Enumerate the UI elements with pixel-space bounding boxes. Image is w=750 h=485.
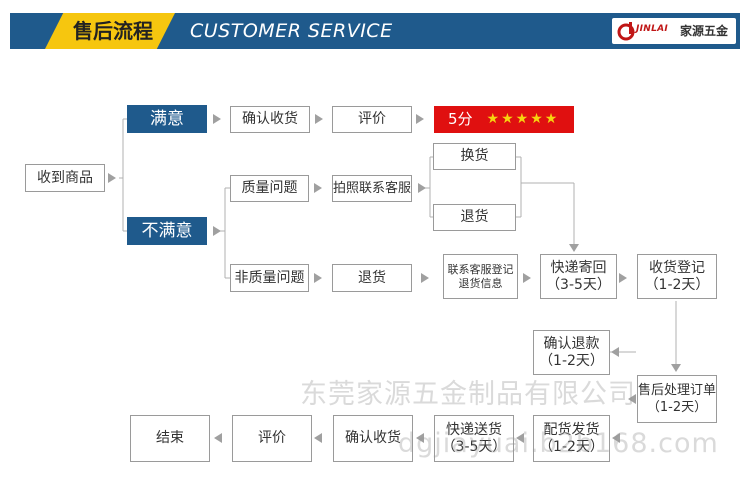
node-express-return: 快递寄回 （3-5天）: [540, 254, 617, 299]
brand-chinese-name: 家源五金: [680, 24, 729, 38]
node-confirm-refund-line1: 确认退款: [543, 335, 600, 352]
node-photo-contact-label: 拍照联系客服: [333, 181, 412, 196]
node-review-top: 评价: [332, 106, 412, 133]
node-non-quality-issue-label: 非质量问题: [234, 269, 305, 286]
brand-logo-icon: [617, 22, 635, 41]
node-review-bottom: 评价: [232, 415, 312, 462]
node-exchange-label: 换货: [460, 148, 489, 164]
node-satisfied: 满意: [127, 105, 207, 133]
node-unsatisfied: 不满意: [127, 217, 207, 245]
brand-latin-name: JINLAI: [636, 24, 669, 34]
node-ship-goods: 配货发货 （1-2天）: [533, 415, 610, 462]
node-return-mid-label: 退货: [358, 269, 386, 286]
node-ship-line1: 配货发货: [543, 421, 600, 438]
node-register-return-info: 联系客服登记 退货信息: [443, 254, 518, 299]
node-receipt-register-line1: 收货登记: [649, 259, 705, 276]
node-photo-contact-service: 拍照联系客服: [332, 175, 412, 202]
node-quality-issue: 质量问题: [230, 175, 309, 202]
node-return-top-label: 退货: [460, 209, 489, 225]
node-confirm-receipt-top-label: 确认收货: [242, 111, 298, 127]
header-banner-accent: [22, 13, 52, 49]
node-express-return-line1: 快递寄回: [550, 259, 607, 276]
node-confirm-receipt-bottom-label: 确认收货: [345, 430, 401, 446]
node-express-return-line2: （3-5天）: [546, 276, 611, 293]
node-end: 结束: [130, 415, 210, 462]
node-express-deliver: 快递送货 （3-5天）: [434, 415, 514, 462]
node-receipt-register-line2: （1-2天）: [644, 276, 710, 293]
node-non-quality-issue: 非质量问题: [230, 264, 309, 292]
node-end-label: 结束: [156, 430, 184, 446]
node-review-bottom-label: 评价: [258, 430, 286, 446]
score-label: 5分: [448, 110, 473, 128]
header-title-plate: [45, 13, 175, 49]
node-exchange: 换货: [433, 143, 516, 170]
node-confirm-refund-line2: （1-2天）: [539, 352, 604, 369]
node-confirm-receipt-bottom: 确认收货: [333, 415, 413, 462]
node-satisfied-label: 满意: [150, 108, 184, 129]
node-after-sale-order-line1: 售后处理订单: [638, 383, 717, 398]
node-ship-line2: （1-2天）: [539, 438, 604, 455]
node-register-return-line1: 联系客服登记: [447, 262, 514, 276]
node-received-label: 收到商品: [37, 169, 93, 186]
node-return-top: 退货: [433, 204, 516, 231]
node-score-rating: 5分 ★★★★★: [434, 106, 574, 133]
node-after-sale-order: 售后处理订单 （1-2天）: [637, 375, 717, 423]
node-quality-issue-label: 质量问题: [241, 180, 298, 196]
node-return-mid: 退货: [332, 264, 412, 292]
node-review-top-label: 评价: [358, 111, 386, 127]
node-received: 收到商品: [25, 164, 105, 192]
node-unsatisfied-label: 不满意: [141, 220, 193, 241]
node-after-sale-order-line2: （1-2天）: [646, 400, 708, 415]
node-receipt-register: 收货登记 （1-2天）: [637, 254, 717, 299]
node-register-return-line2: 退货信息: [458, 276, 503, 290]
header-subtitle: CUSTOMER SERVICE: [190, 20, 393, 42]
header-title: 售后流程: [73, 19, 153, 43]
node-confirm-receipt-top: 确认收货: [230, 106, 310, 133]
node-express-deliver-line2: （3-5天）: [441, 438, 507, 455]
five-star-icon: ★★★★★: [486, 111, 560, 127]
node-express-deliver-line1: 快递送货: [446, 421, 502, 438]
node-confirm-refund: 确认退款 （1-2天）: [533, 330, 610, 375]
